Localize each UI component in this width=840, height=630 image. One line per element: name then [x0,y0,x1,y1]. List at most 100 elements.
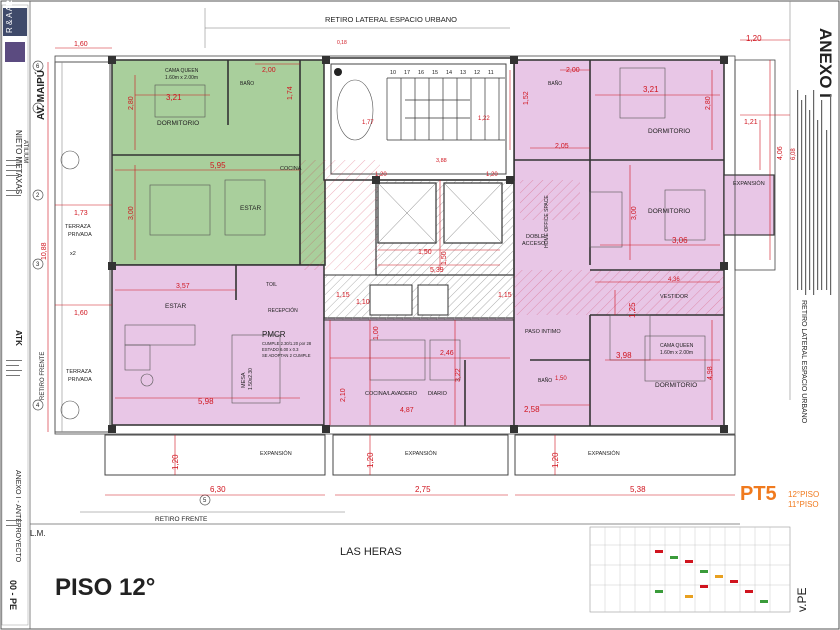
schedule-table [589,526,791,613]
furniture [60,67,706,420]
label-dims-d300b: 3,00 [631,206,638,220]
label-rooms-bed-tl-2: 1.60m x 2.00m [165,75,198,81]
label-sheet-plan-floors-1: 11°PISO [788,500,819,509]
label-dims-d160b: 1,60 [74,310,88,317]
label-dims-d152: 1,52 [523,91,530,105]
lm-label: L.M. [30,529,46,538]
svg-text:12: 12 [474,70,480,76]
label-dims-d388: 3,88 [436,158,447,164]
label-dims-d487: 4,87 [400,407,414,414]
axis-markers: 1 2 3 4 5 6 [32,60,211,506]
unit-pink-right [513,59,725,427]
setback-right: RETIRO LATERAL ESPACIO URBANO [800,300,807,424]
label-axes-3: 4 [36,403,40,409]
svg-text:11: 11 [488,70,494,76]
street-left: AV. MAIPÚ [34,70,47,120]
floor-label: PISO 12° [55,574,155,601]
label-rooms-bed-tl-1: CAMA QUEEN [165,68,199,74]
label-dims-d174: 1,74 [287,86,294,100]
atk-label: ATK [14,330,23,346]
label-rooms-exp-b2: EXPANSIÓN [405,450,437,457]
label-dims-d608: 6,08 [791,148,797,160]
label-dims-d100: 1,00 [373,326,380,340]
label-axes-1: 2 [36,193,40,199]
label-dims-d538: 5,38 [630,485,646,494]
label-rooms-doble-2: ACCESO [522,241,546,247]
logo-text: R & A ARQ [5,0,14,33]
label-rooms-exp-b1: EXPANSIÓN [260,450,292,457]
label-rooms-bed-br-2: 1.60m x 2.00m [660,350,693,356]
street-bottom: LAS HERAS [340,546,402,558]
plan-code: PT5 [740,483,777,505]
sheet-title: ANEXO I - ANTEPROYECTO [14,470,21,563]
label-rooms-mesa-1: MESA [241,372,247,388]
label-rooms-bed-br-1: CAMA QUEEN [660,343,694,349]
label-axes-0: 1 [36,106,40,112]
label-dims-d177: 1,77 [362,120,374,126]
label-dims-d498: 4,98 [707,366,714,380]
label-dims-d150c: 1,50 [555,376,567,382]
svg-text:15: 15 [432,70,438,76]
sheet-number: 00 - PE [8,580,18,610]
label-dims-d306: 3,06 [672,236,688,245]
notes-block [797,90,832,295]
label-dims-d120c: 1,20 [171,454,180,470]
label-dims-d539: 5,39 [430,267,444,274]
label-rooms-doble-1: DOBLE [526,234,545,240]
title-block-left: R & A ARQ NIETO METAXAS ATILIUM ATK ANEX… [1,0,29,626]
label-rooms-terraza-top-1: TERRAZA [65,224,91,230]
label-axes-4: 5 [203,498,207,504]
label-dims-d200a: 2,00 [262,67,276,74]
room-estar-bl: ESTAR [165,303,186,310]
label-dims-d398: 3,98 [616,351,632,360]
label-dims-d321b: 3,21 [643,85,659,94]
label-dims-d246: 2,46 [440,350,454,357]
label-dims-d120e: 1,20 [551,452,560,468]
label-rooms-pmcr-note-1: CUMPLE 2.30/1.20 por 28 [262,341,312,346]
company-name: NIETO METAXAS [14,130,23,194]
label-dims-d110: 1,10 [356,299,370,306]
room-vestidor: VESTIDOR [660,294,688,300]
room-dorm-tr2: DORMITORIO [648,208,690,215]
corner-code: v.PE [795,588,809,612]
label-rooms-x2: x2 [70,251,76,257]
label-dims-d120a: 1,20 [375,172,387,178]
label-dims-d321a: 3,21 [166,93,182,102]
label-dims-d120d: 1,20 [366,452,375,468]
label-rooms-home-office: HOME OFFICE SPACE [544,195,550,248]
unit-pink-center [323,317,515,427]
label-rooms-terraza-bot-1: TERRAZA [66,369,92,375]
label-dims-d205: 2,05 [555,143,569,150]
label-dims-d357: 3,57 [176,283,190,290]
room-diario: DIARIO [428,391,448,397]
label-dims-d436: 4,36 [668,277,680,283]
setback-bottom: RETIRO FRENTE [155,516,208,523]
label-dims-d120b: 1,20 [486,172,498,178]
label-rooms-recepcion: RECEPCIÓN [268,307,298,314]
svg-text:10: 10 [390,70,396,76]
label-rooms-expansion-r: EXPANSIÓN [733,180,765,187]
brand-name: ATILIUM [22,140,28,163]
label-axes-2: 3 [36,262,40,268]
label-rooms-cocina: COCINA [280,166,302,172]
room-paso-intimo: PASO INTIMO [525,329,561,335]
label-dims-d121: 1,21 [744,119,758,126]
room-estar-tl: ESTAR [240,205,261,212]
label-rooms-bano-tl: BAÑO [240,80,254,87]
label-rooms-bano-tr: BAÑO [548,80,562,87]
label-dims-d173: 1,73 [74,210,88,217]
label-dims-d630: 6,30 [210,485,226,494]
label-dims-d120top: 1,20 [746,34,762,43]
label-dims-d280a: 2,80 [128,96,135,110]
label-dims-d018: 0,18 [337,40,347,46]
room-cocina-lavadero: COCINA/LAVADERO [365,391,418,397]
setback-left: RETIRO FRENTE [40,352,46,400]
svg-text:16: 16 [418,70,424,76]
label-rooms-pmcr-note-3: SE ADOPTAN 2 CUMPLE [262,353,311,358]
label-dims-d210: 2,10 [340,388,347,402]
label-dims-d115: 1,15 [336,292,350,299]
label-rooms-terraza-bot-2: PRIVADA [68,377,92,383]
label-dims-d200b: 2,00 [566,67,580,74]
label-dims-d598: 5,98 [198,397,214,406]
